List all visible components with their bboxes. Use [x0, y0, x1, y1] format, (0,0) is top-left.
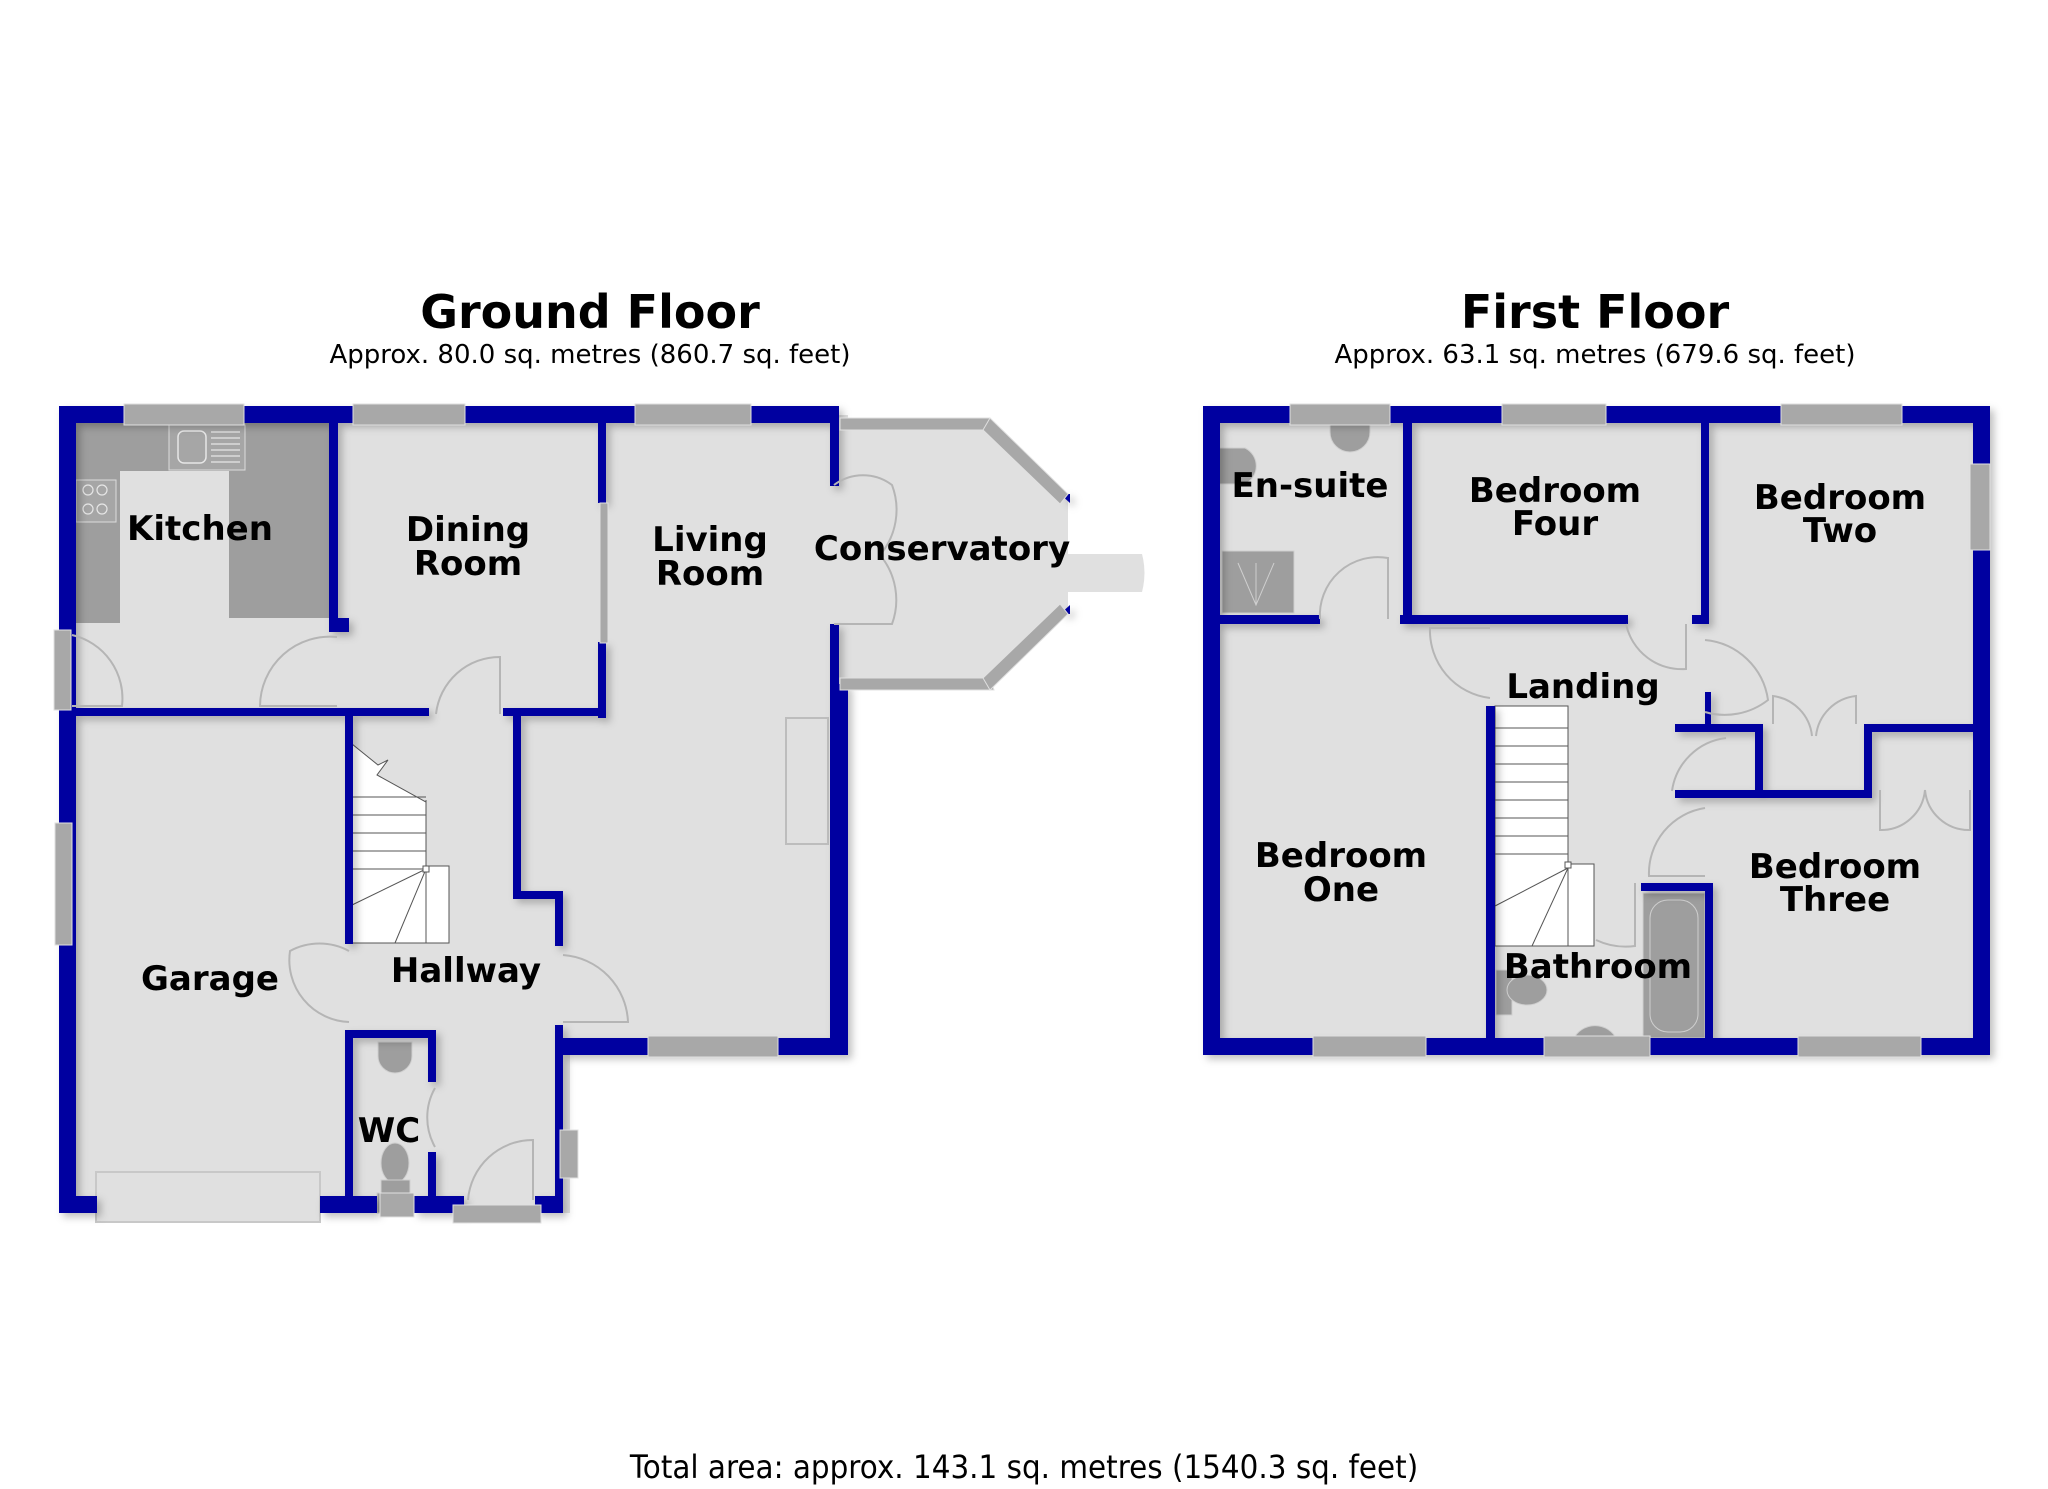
- room-label-en-suite: En-suite: [1232, 466, 1389, 506]
- kitchen-worktops: [75, 423, 329, 623]
- room-label-living-2: Room: [656, 554, 764, 594]
- first-floor-door-swings: [1318, 556, 1971, 948]
- ground-floor-fills: [68, 415, 1145, 1213]
- room-label-garage: Garage: [141, 959, 279, 999]
- first-floor-fill: [1212, 415, 1982, 1048]
- room-label-living-1: Living: [652, 520, 768, 560]
- ground-floor-title: Ground Floor: [420, 285, 760, 339]
- room-label-bedroom-two-2: Two: [1803, 511, 1877, 551]
- first-floor-area: Approx. 63.1 sq. metres (679.6 sq. feet): [1334, 340, 1856, 370]
- room-label-bedroom-four-2: Four: [1512, 504, 1598, 544]
- room-label-bedroom-one-1: Bedroom: [1255, 836, 1427, 876]
- ground-floor-area: Approx. 80.0 sq. metres (860.7 sq. feet): [329, 340, 851, 370]
- room-label-landing: Landing: [1506, 667, 1659, 707]
- ground-floor-staircase: [351, 742, 450, 944]
- first-floor-staircase: [1494, 705, 1595, 947]
- room-label-kitchen: Kitchen: [127, 509, 273, 549]
- bathroom-fixtures: [1218, 422, 1706, 1041]
- room-label-hallway: Hallway: [391, 951, 541, 991]
- room-label-bedroom-three-1: Bedroom: [1749, 847, 1921, 887]
- first-floor-plan: En-suite Bedroom Four Bedroom Two Landin…: [1203, 403, 1991, 1058]
- ground-floor-plan: Kitchen Dining Room Living Room Conserva…: [53, 403, 1145, 1224]
- first-floor-windows: [1289, 403, 1991, 1058]
- room-label-wc: WC: [358, 1111, 420, 1151]
- room-label-bedroom-two-1: Bedroom: [1754, 478, 1926, 518]
- total-area: Total area: approx. 143.1 sq. metres (15…: [629, 1448, 1419, 1486]
- room-label-bathroom: Bathroom: [1504, 947, 1692, 987]
- ground-floor-walls: [59, 406, 1070, 1213]
- room-label-conservatory: Conservatory: [814, 529, 1070, 569]
- first-floor-title: First Floor: [1460, 285, 1730, 339]
- ground-floor-door-swings: [71, 474, 898, 1201]
- room-label-dining-2: Room: [414, 544, 522, 584]
- garage-door: [95, 1171, 321, 1223]
- room-label-bedroom-one-2: One: [1303, 870, 1379, 910]
- ground-floor-windows: [53, 403, 1069, 1224]
- room-label-dining-1: Dining: [406, 510, 530, 550]
- room-label-bedroom-three-2: Three: [1780, 880, 1890, 920]
- fireplace: [785, 717, 829, 845]
- room-label-bedroom-four-1: Bedroom: [1469, 471, 1641, 511]
